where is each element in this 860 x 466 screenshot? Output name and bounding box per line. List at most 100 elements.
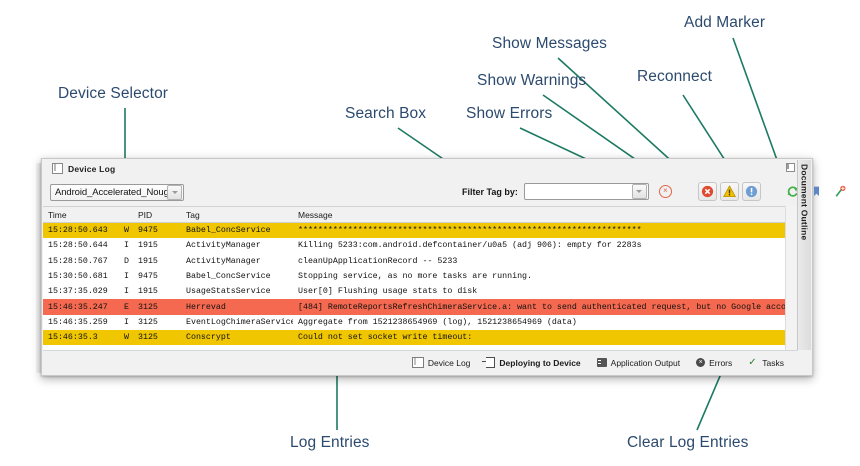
cell-pid: 9475: [138, 272, 158, 282]
status-item-deploying-to-device[interactable]: Deploying to Device: [482, 357, 581, 368]
device-selector-value: Android_Accelerated_Nougat: [55, 186, 167, 198]
cell-time: 15:46:35.247: [48, 302, 108, 312]
show-errors-button[interactable]: [698, 182, 717, 201]
cell-pid: 1915: [138, 287, 158, 297]
cell-pid: 9475: [138, 226, 158, 236]
status-item-label: Errors: [709, 357, 733, 368]
annotation-reconnect: Reconnect: [637, 68, 713, 85]
cell-tag: Herrevad: [186, 302, 226, 312]
status-item-application-output[interactable]: Application Output: [596, 357, 681, 368]
deploy-icon: [482, 357, 496, 368]
status-item-errors[interactable]: ×Errors: [696, 358, 732, 368]
info-circle-icon: [745, 185, 758, 198]
error-circle-icon: ×: [696, 358, 706, 367]
document-outline-tab[interactable]: Document Outline: [797, 160, 811, 350]
status-item-label: Deploying to Device: [499, 357, 581, 368]
window-shadow: [36, 163, 42, 373]
annotation-clear-log-entries: Clear Log Entries: [627, 434, 749, 451]
annotation-search-box: Search Box: [345, 105, 427, 122]
tab-device-log-label: Device Log: [68, 163, 116, 174]
cell-message: [484] RemoteReportsRefreshChimeraService…: [298, 302, 786, 312]
cell-pid: 3125: [138, 333, 158, 343]
panel-icon: [411, 357, 424, 368]
cell-level: I: [124, 272, 129, 282]
column-header-time[interactable]: Time: [48, 209, 67, 220]
device-log-window: Device Log × Android_Accelerated_Nougat …: [41, 158, 846, 376]
cell-tag: ActivityManager: [186, 256, 261, 266]
cell-pid: 3125: [138, 317, 158, 327]
cell-time: 15:30:50.681: [48, 272, 108, 282]
cell-tag: EventLogChimeraService: [186, 317, 293, 327]
table-row[interactable]: 15:28:50.644 I 1915 ActivityManager Killing …: [43, 238, 786, 254]
status-item-tasks[interactable]: ✓ Tasks: [748, 358, 784, 368]
column-header-message[interactable]: Message: [298, 209, 333, 220]
show-messages-button[interactable]: [742, 182, 761, 201]
status-item-label: Application Output: [610, 357, 681, 368]
refresh-icon: [787, 186, 798, 197]
cell-time: 15:28:50.643: [48, 226, 108, 236]
show-warnings-button[interactable]: [720, 182, 739, 201]
reconnect-button[interactable]: [783, 182, 802, 201]
cell-time: 15:46:35.3: [48, 333, 98, 343]
cell-time: 15:46:35.259: [48, 317, 108, 327]
filter-chevron-down-icon[interactable]: [631, 184, 647, 199]
filter-group: Filter Tag by: ×: [462, 183, 672, 200]
check-icon: ✓: [748, 357, 757, 368]
cell-message: cleanUpApplicationRecord -- 5233: [298, 256, 458, 266]
minimize-icon[interactable]: [785, 163, 795, 172]
annotation-add-marker: Add Marker: [684, 14, 766, 31]
column-header-tag[interactable]: Tag: [186, 209, 200, 220]
marker-button[interactable]: [807, 182, 826, 201]
add-marker-button[interactable]: [831, 182, 850, 201]
tab-device-log[interactable]: Device Log: [48, 163, 115, 174]
cell-tag: ActivityManager: [186, 241, 261, 251]
window-titlebar: Device Log ×: [42, 159, 812, 178]
bookmark-flag-icon: [814, 186, 819, 196]
warning-triangle-icon: [723, 185, 736, 197]
add-marker-icon: [835, 185, 846, 197]
status-bar: Device Log Deploying to Device Application…: [43, 350, 798, 374]
cell-tag: Babel_ConcService: [186, 226, 271, 236]
cell-tag: Babel_ConcService: [186, 272, 271, 282]
cell-time: 15:28:50.767: [48, 256, 108, 266]
cell-level: I: [124, 287, 129, 297]
annotation-log-entries: Log Entries: [290, 434, 370, 451]
annotation-show-errors: Show Errors: [466, 105, 553, 122]
panel-icon: [52, 163, 63, 174]
log-level-filter-buttons: [698, 182, 761, 201]
cell-message: Killing 5233:com.android.defcontainer/u0…: [298, 241, 642, 251]
status-item-label: Tasks: [762, 357, 784, 368]
cell-time: 15:28:50.644: [48, 241, 108, 251]
search-box[interactable]: [523, 183, 649, 200]
status-item-label: Device Log: [427, 357, 471, 368]
cell-pid: 1915: [138, 241, 158, 251]
clear-filter-icon[interactable]: ×: [658, 185, 672, 198]
log-action-buttons: [783, 182, 850, 201]
chevron-down-icon[interactable]: [167, 184, 182, 200]
cell-message: Stopping service, as no more tasks are r…: [298, 272, 533, 282]
device-selector[interactable]: Android_Accelerated_Nougat: [50, 183, 184, 201]
search-input[interactable]: [524, 185, 632, 198]
cell-message: User[0] Flushing usage stats to disk: [298, 287, 478, 297]
cell-level: I: [124, 241, 129, 251]
cell-time: 15:37:35.029: [48, 287, 108, 297]
table-row[interactable]: 15:30:50.681 I 9475 Babel_ConcService Stoppi…: [43, 268, 786, 285]
column-header-pid[interactable]: PID: [138, 209, 153, 220]
filter-label: Filter Tag by:: [462, 186, 518, 197]
vertical-scrollbar[interactable]: [785, 206, 798, 350]
status-item-device-log[interactable]: Device Log: [411, 357, 471, 368]
annotation-show-messages: Show Messages: [492, 35, 608, 52]
cell-message: ****************************************…: [298, 226, 642, 236]
console-icon: [596, 358, 607, 367]
cell-level: D: [124, 256, 129, 266]
cell-message: Aggregate from 1521238654969 (log), 1521…: [298, 317, 577, 327]
cell-message: Could not set socket write timeout:: [298, 333, 473, 343]
